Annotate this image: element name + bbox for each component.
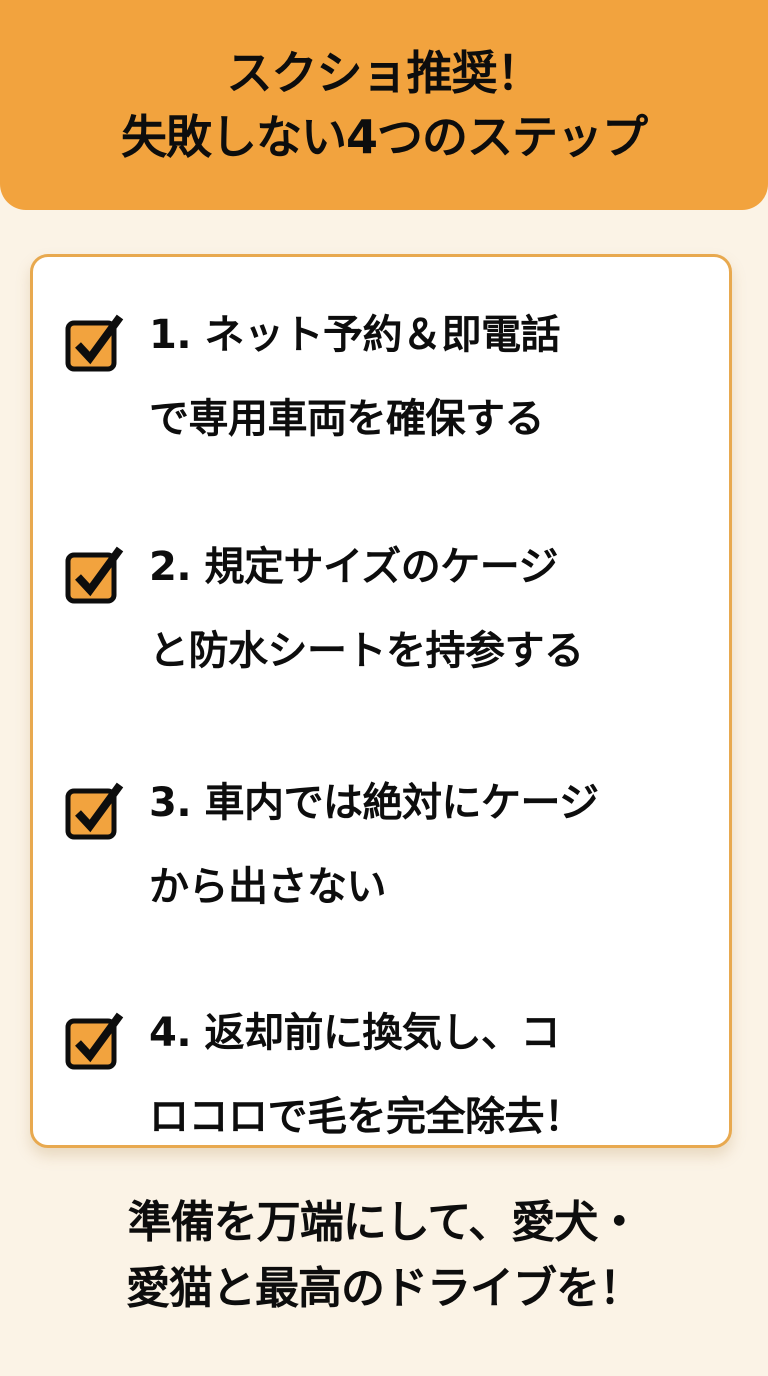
- step-3-line-2: から出さない: [149, 864, 386, 910]
- page-title-line-1: スクショ推奨！: [226, 46, 543, 100]
- closing-line-1: 準備を万端にして、愛犬・: [127, 1197, 641, 1248]
- checked-checkbox-icon: [65, 313, 127, 375]
- step-2-line-2: と防水シートを持参する: [149, 628, 584, 674]
- closing-line-2: 愛猫と最高のドライブを！: [126, 1263, 643, 1314]
- step-4-line-2: ロコロで毛を完全除去！: [149, 1094, 584, 1140]
- step-item-1: 1. ネット予約＆即電話 で専用車両を確保する: [65, 311, 725, 461]
- checked-checkbox-icon: [65, 781, 127, 843]
- step-1-line-1: 1. ネット予約＆即電話: [149, 312, 560, 358]
- step-4-line-1: 4. 返却前に換気し、コ: [149, 1010, 560, 1056]
- step-item-2: 2. 規定サイズのケージ と防水シートを持参する: [65, 543, 725, 693]
- step-item-3: 3. 車内では絶対にケージ から出さない: [65, 779, 725, 929]
- checked-checkbox-icon: [65, 1011, 127, 1073]
- header-banner: スクショ推奨！ 失敗しない4つのステップ: [0, 0, 768, 210]
- step-2-line-1: 2. 規定サイズのケージ: [149, 544, 558, 590]
- page-title-line-2: 失敗しない4つのステップ: [120, 110, 648, 164]
- closing-message: 準備を万端にして、愛犬・ 愛猫と最高のドライブを！: [0, 1190, 768, 1322]
- step-3-line-1: 3. 車内では絶対にケージ: [149, 780, 599, 826]
- steps-card: 1. ネット予約＆即電話 で専用車両を確保する 2. 規定サイズのケージ と防水…: [30, 254, 732, 1148]
- step-item-4: 4. 返却前に換気し、コ ロコロで毛を完全除去！: [65, 1009, 725, 1159]
- step-1-line-2: で専用車両を確保する: [149, 396, 544, 442]
- checked-checkbox-icon: [65, 545, 127, 607]
